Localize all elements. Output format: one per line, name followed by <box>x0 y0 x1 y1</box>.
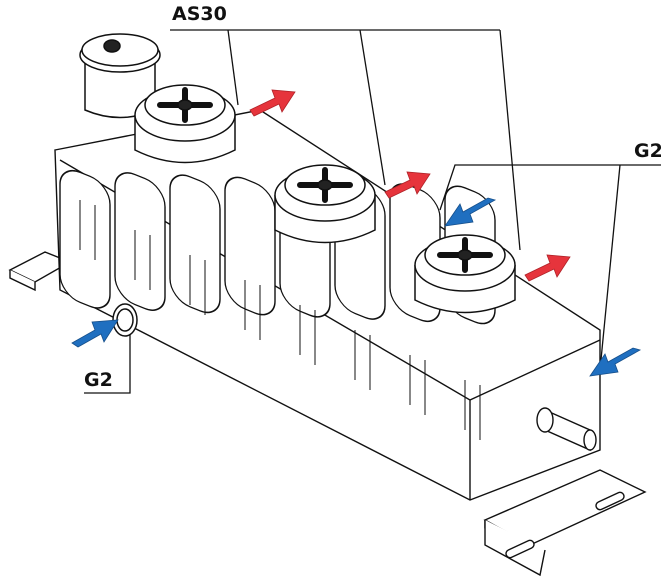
base-bracket-left <box>8 251 72 292</box>
drive-shaft <box>536 407 597 452</box>
inlet-arrows <box>71 197 642 377</box>
blue-arrow-icon <box>71 319 119 348</box>
as30-leader-1 <box>227 29 239 106</box>
outlet-arrows <box>249 89 571 282</box>
blue-arrow-icon <box>589 347 642 377</box>
inlet-port-left <box>112 303 138 337</box>
valve-head-2 <box>274 164 376 244</box>
red-arrow-icon <box>384 171 431 199</box>
as30-leader-3 <box>499 29 521 251</box>
g2-right-leader-2 <box>599 164 621 371</box>
g2-left-leader <box>84 330 131 394</box>
red-arrow-icon <box>524 254 571 282</box>
inlet-size-label-right: G2 <box>634 140 661 162</box>
model-label: AS30 <box>172 3 227 25</box>
valve-head-1 <box>134 84 236 164</box>
blue-arrow-icon <box>444 197 497 227</box>
red-arrow-icon <box>249 89 296 117</box>
chamber-ribs <box>79 200 481 440</box>
leader-lines <box>84 29 661 394</box>
as30-leader-2 <box>359 29 386 186</box>
oil-reservoir <box>79 33 161 119</box>
valve-head-3 <box>414 234 516 314</box>
inlet-size-label-left: G2 <box>84 369 113 391</box>
